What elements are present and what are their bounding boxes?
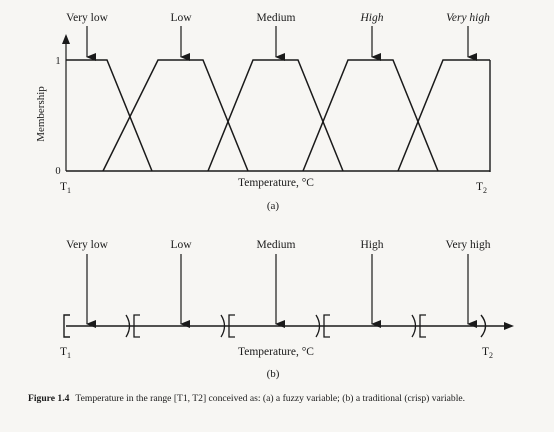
membership-curve-very-low (66, 59, 153, 172)
panel-label-a: (a) (267, 200, 280, 212)
set-label-medium: Medium (257, 12, 296, 24)
figure-number: Figure 1.4 (28, 393, 70, 404)
membership-curve-low (102, 59, 249, 172)
t1-label-a: T1 (60, 181, 71, 195)
temperature-axis-label-a: Temperature, °C (238, 177, 314, 189)
right-paren-t2 (480, 314, 487, 338)
boundary-high-very-high (411, 314, 426, 338)
y-tick-one: 1 (55, 56, 60, 67)
set-label-low: Low (170, 12, 192, 24)
figure-caption: Figure 1.4 Temperature in the range [T1, … (28, 392, 538, 405)
membership-axis-label: Membership (35, 86, 47, 142)
crisp-label-high: High (361, 239, 384, 251)
left-bracket-t1 (63, 314, 70, 338)
membership-curve-high (302, 59, 439, 172)
boundary-medium-high (315, 314, 330, 338)
set-label-very-low: Very low (66, 12, 109, 24)
t1-label-b: T1 (60, 346, 71, 360)
set-label-high: High (360, 12, 384, 24)
boundary-low-medium (220, 314, 235, 338)
crisp-label-medium: Medium (257, 239, 296, 251)
crisp-label-very-high: Very high (445, 239, 490, 251)
temperature-axis-label-b: Temperature, °C (238, 346, 314, 358)
caption-text: Temperature in the range [T1, T2] concei… (75, 393, 466, 404)
boundary-very-low-low (125, 314, 140, 338)
t2-label-a: T2 (476, 181, 487, 195)
panel-label-b: (b) (267, 368, 280, 380)
membership-curve-very-high (397, 59, 490, 172)
t2-label-b: T2 (482, 346, 493, 360)
membership-curve-medium (207, 59, 344, 172)
membership-axis-arrowhead (62, 34, 70, 44)
temperature-axis-b-arrowhead (504, 322, 514, 330)
panel-b: Very low Low Medium High Very high (60, 239, 514, 380)
set-label-very-high: Very high (446, 12, 490, 24)
crisp-label-very-low: Very low (66, 239, 109, 251)
panel-a: Very low Low Medium High Very high Membe… (35, 12, 491, 212)
crisp-label-low: Low (170, 239, 192, 251)
y-tick-zero: 0 (55, 166, 60, 177)
